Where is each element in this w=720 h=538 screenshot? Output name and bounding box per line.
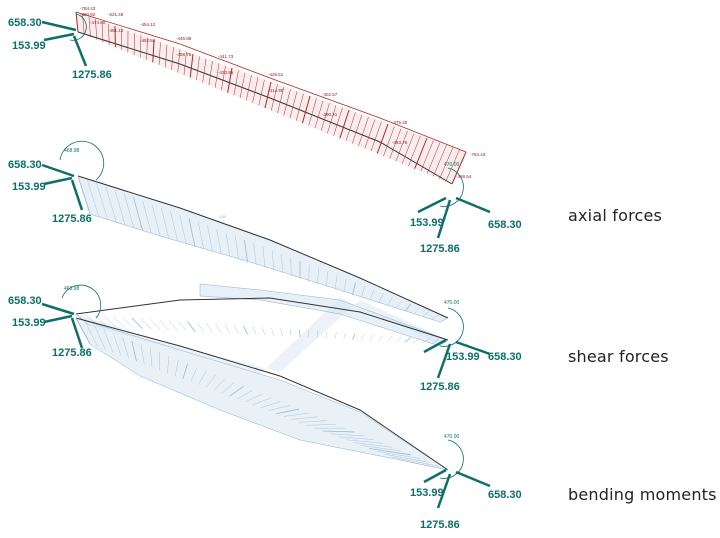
reaction-label: 658.30 — [488, 351, 522, 363]
reaction-label: 153.99 — [12, 181, 46, 193]
diagram-ordinate — [405, 337, 411, 342]
reaction-arrow — [44, 316, 72, 322]
diagram-value: -1.30 — [218, 215, 226, 219]
reaction-label: 153.99 — [410, 217, 444, 229]
reaction-arrow — [42, 165, 74, 176]
diagram-ordinate — [271, 328, 273, 336]
reaction-label: 153.99 — [12, 40, 46, 52]
diagram-ordinate — [262, 327, 265, 335]
diagram-ordinate — [234, 325, 239, 334]
reaction-label: 1275.86 — [420, 243, 460, 255]
reaction-small-label: 468.98 — [64, 148, 80, 154]
diagram-ordinate — [141, 319, 151, 330]
axial-value: -402.57 — [322, 92, 338, 97]
diagram-ordinate — [132, 318, 143, 329]
diagram-ordinate — [290, 329, 291, 336]
reaction-label: 153.99 — [12, 317, 46, 329]
right-support-reactions-4: 470.00 153.99 658.30 1275.86 — [410, 434, 522, 531]
reaction-label: 1275.86 — [52, 213, 92, 225]
diagram-ordinate — [335, 332, 336, 338]
reaction-label: 153.99 — [410, 487, 444, 499]
panel-4-ordinates — [76, 318, 448, 470]
diagram-ordinate — [225, 324, 230, 333]
reaction-label: 658.30 — [8, 159, 42, 171]
axial-value: -366.64 — [456, 174, 472, 179]
reaction-label: 153.99 — [446, 351, 480, 363]
axial-value: -426.51 — [268, 72, 284, 77]
reaction-small-label: 470.00 — [444, 434, 460, 440]
reaction-arrow — [456, 198, 490, 212]
diagram-ordinate — [216, 324, 222, 333]
axial-value: -414.90 — [268, 88, 284, 93]
diagram-ordinate — [206, 323, 212, 332]
diagram-ordinate — [197, 322, 204, 331]
reaction-label: 1275.86 — [420, 519, 460, 531]
reaction-label: 1275.86 — [52, 347, 92, 359]
axial-value: -521.48 — [108, 12, 124, 17]
diagram-ordinate — [388, 336, 393, 341]
axial-value: -452.84 — [140, 38, 156, 43]
diagram-ordinate — [396, 337, 401, 342]
diagram-ordinate — [160, 320, 169, 330]
diagram-ordinate — [326, 332, 327, 339]
reaction-label: 658.30 — [488, 489, 522, 501]
reaction-label: 1275.86 — [420, 381, 460, 393]
diagram-ordinate — [123, 317, 134, 328]
diagram-ordinate — [344, 333, 346, 339]
panel-label-bending-moments: bending moments — [568, 485, 717, 504]
reaction-arrow — [44, 34, 74, 40]
axial-value: -474.80 — [90, 20, 106, 25]
axial-value: -433.85 — [218, 70, 234, 75]
diagram-ordinate — [379, 335, 383, 340]
reaction-arrow — [44, 178, 72, 184]
axial-value: -480.92 — [80, 12, 96, 17]
reaction-label: 1275.86 — [72, 69, 112, 81]
diagram-ordinate — [243, 326, 247, 334]
reaction-small-label: 468.98 — [64, 286, 80, 292]
reaction-arrow — [42, 304, 74, 314]
reaction-label: 658.30 — [8, 17, 42, 29]
axial-value: -784.43 — [470, 152, 486, 157]
diagram-ordinate — [281, 328, 283, 336]
reaction-arrow — [424, 470, 446, 482]
diagram-ordinate — [253, 326, 257, 334]
reaction-label: 658.30 — [488, 219, 522, 231]
reaction-arrow — [74, 36, 86, 66]
reaction-label: 658.30 — [8, 295, 42, 307]
diagram-ordinate — [188, 322, 195, 332]
reaction-small-label: 470.00 — [444, 300, 460, 306]
axial-value: -363.76 — [392, 140, 408, 145]
panel-label-axial-forces: axial forces — [568, 206, 662, 225]
reaction-arrow — [418, 198, 446, 212]
axial-value: -375.45 — [392, 120, 408, 125]
axial-value: -446.88 — [176, 36, 192, 41]
axial-value: -784.43 — [80, 6, 96, 11]
diagram-ordinate — [150, 319, 160, 329]
reaction-arrow — [456, 472, 490, 486]
reaction-arrow — [42, 22, 76, 30]
panel-label-shear-forces: shear forces — [568, 347, 669, 366]
axial-value: -441.73 — [218, 54, 234, 59]
axial-value: -458.75 — [176, 52, 192, 57]
diagram-ordinate — [169, 321, 178, 331]
axial-value: -390.21 — [322, 112, 338, 117]
diagram-ordinate — [361, 334, 364, 340]
diagram-ordinate — [370, 335, 374, 341]
axial-value: -461.12 — [108, 28, 124, 33]
diagram-ordinate — [353, 334, 356, 340]
axial-value: -454.12 — [140, 22, 156, 27]
panel-1-axial-diagram: -784.43 -480.92 -474.80 -521.48 -461.12 … — [8, 6, 486, 184]
diagram-ordinate — [299, 330, 300, 337]
reaction-small-label: 470.00 — [444, 162, 460, 168]
diagram-ordinate — [178, 321, 186, 331]
